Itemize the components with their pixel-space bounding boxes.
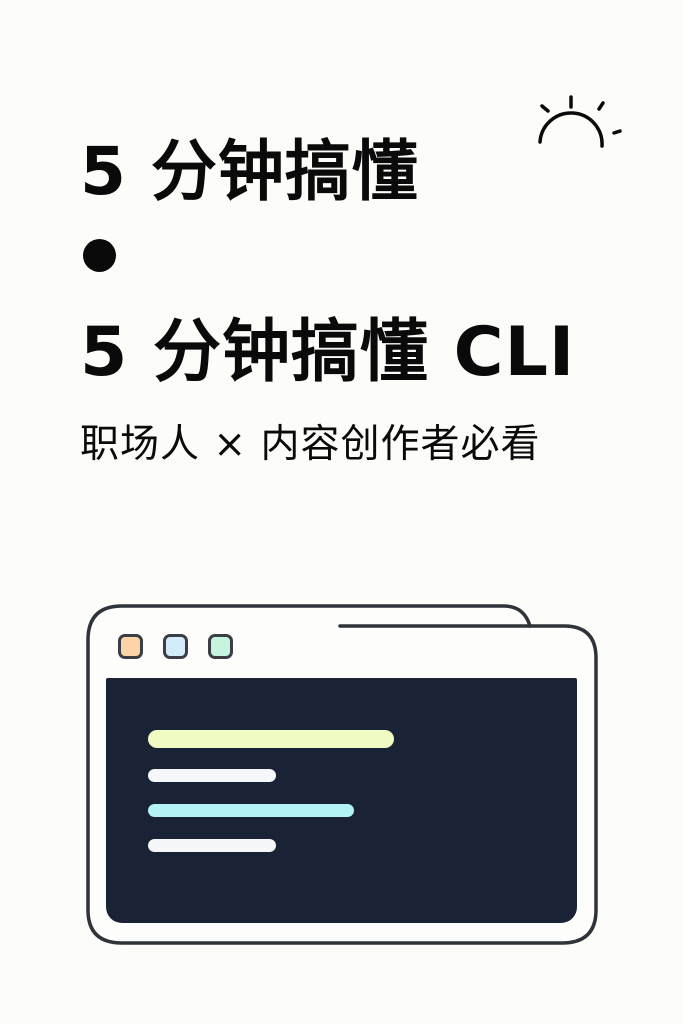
- code-line-2: [148, 769, 276, 782]
- terminal-window-icon: [84, 600, 604, 948]
- title-line-2: 5 分钟搞懂 CLI: [80, 313, 576, 392]
- code-line-1: [148, 730, 394, 748]
- window-dot-orange: [118, 634, 143, 659]
- window-dot-green: [208, 634, 233, 659]
- code-line-4: [148, 839, 276, 852]
- window-dot-blue: [163, 634, 188, 659]
- bullet-dot: [83, 239, 116, 272]
- subtitle: 职场人 × 内容创作者必看: [80, 422, 541, 467]
- title-line-1: 5 分钟搞懂: [80, 133, 419, 210]
- code-line-3: [148, 804, 354, 817]
- sunrise-icon: [538, 95, 622, 148]
- terminal-screen: [106, 678, 577, 923]
